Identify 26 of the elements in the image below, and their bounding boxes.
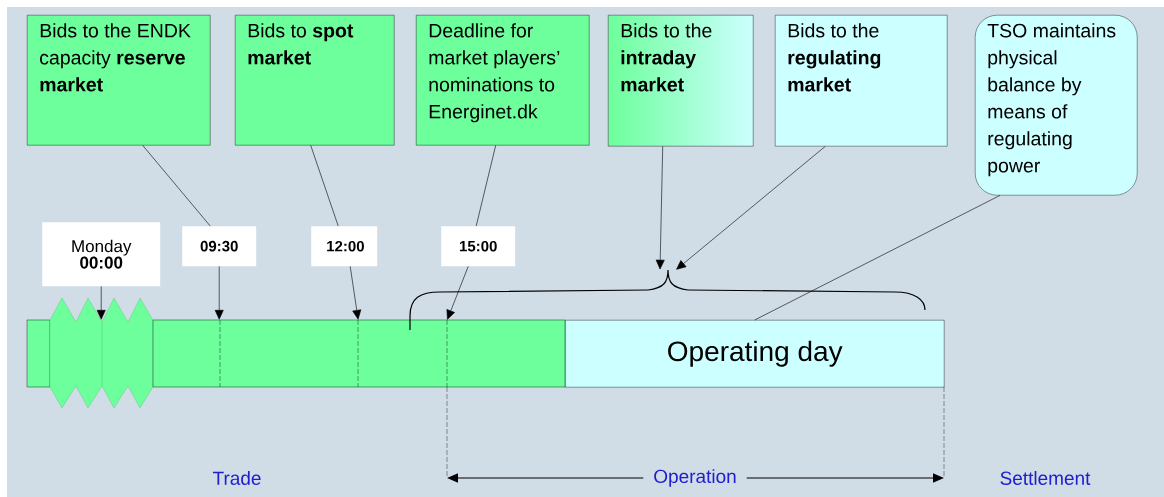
period-bar: Operating day <box>565 320 945 388</box>
time-label: 09:30 <box>182 226 257 267</box>
time-label: 15:00 <box>441 226 516 267</box>
phase-label: Trade <box>212 471 261 485</box>
info-box: Bids to the regulating market <box>775 15 948 147</box>
phase-label: Settlement <box>1000 471 1091 485</box>
arrow <box>214 266 224 320</box>
leader-line <box>142 145 211 227</box>
leader-line <box>754 195 1001 321</box>
arrow <box>446 266 469 320</box>
leader-line <box>310 145 339 227</box>
brace-tip <box>647 269 689 291</box>
timeline-bar <box>26 297 566 409</box>
arrow <box>676 146 826 270</box>
arrow <box>96 286 106 320</box>
time-label: Monday 00:00 <box>42 222 161 287</box>
info-box: Bids to spot market <box>235 15 395 146</box>
time-label: 12:00 <box>311 226 378 267</box>
info-box: Bids to the ENDK capacity reserve market <box>27 15 211 146</box>
info-box: Deadline for market players’ nominations to Energinet.dk <box>416 15 590 146</box>
phase-label: Operation <box>643 467 747 489</box>
arrow <box>655 146 665 270</box>
leader-line <box>475 145 496 227</box>
info-box: Bids to the intraday market <box>608 15 754 147</box>
note-bubble: TSO maintains physical balance by means of regulating power <box>975 15 1138 196</box>
arrow <box>349 266 362 320</box>
